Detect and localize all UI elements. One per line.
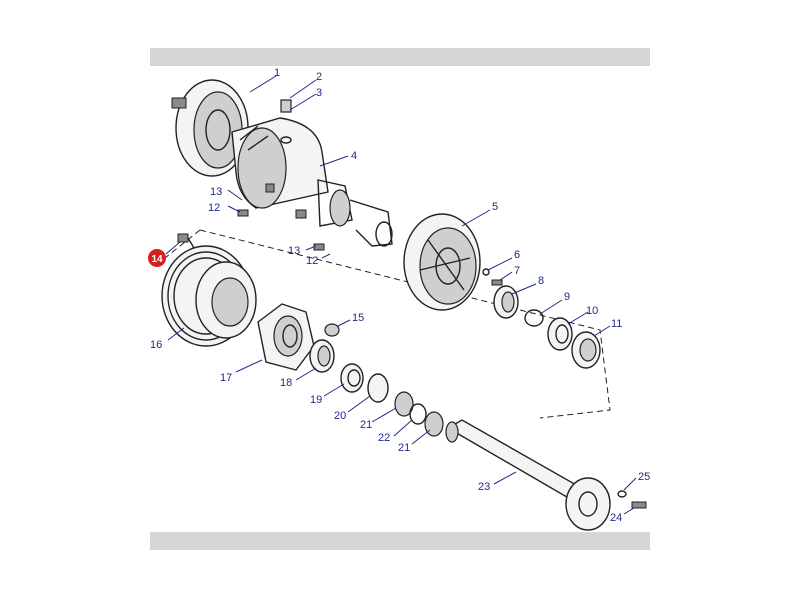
label-3: 3 xyxy=(316,87,322,99)
part-21-bearings xyxy=(394,391,444,437)
part-14-bolt xyxy=(177,233,195,249)
part-19-race xyxy=(340,363,364,393)
label-10: 10 xyxy=(586,305,598,317)
part-20-seal xyxy=(367,373,389,403)
label-7: 7 xyxy=(514,265,520,277)
label-9: 9 xyxy=(564,291,570,303)
bottom-bar xyxy=(150,532,650,550)
leader-lines xyxy=(165,75,637,515)
label-6: 6 xyxy=(514,249,520,261)
label-11: 11 xyxy=(611,318,622,330)
highlight-marker-14 xyxy=(148,249,166,267)
part-8-seal xyxy=(493,285,519,319)
label-17: 17 xyxy=(220,372,232,384)
label-23: 23 xyxy=(478,481,490,493)
part-11-bearing xyxy=(571,331,601,369)
part-24-25-stud xyxy=(617,490,647,509)
label-18: 18 xyxy=(280,377,292,389)
part-10-bearing-race xyxy=(547,317,573,351)
label-12-bottom: 12 xyxy=(306,255,318,267)
label-4: 4 xyxy=(351,150,357,162)
label-1: 1 xyxy=(274,67,280,79)
part-12-13-fasteners xyxy=(237,209,325,251)
label-2: 2 xyxy=(316,71,322,83)
top-bar xyxy=(150,48,650,66)
label-13-bottom: 13 xyxy=(288,245,300,257)
label-25: 25 xyxy=(638,471,650,483)
label-21-left: 21 xyxy=(360,419,372,431)
label-24: 24 xyxy=(610,512,622,524)
part-4-axle-housing xyxy=(231,117,393,247)
part-1-drum xyxy=(171,79,249,177)
part-15-nut xyxy=(324,323,340,337)
part-9-snap-ring xyxy=(524,309,544,327)
label-14: 14 xyxy=(151,254,163,265)
part-6-7-bolts xyxy=(482,268,503,286)
label-16: 16 xyxy=(150,339,162,351)
assembly-outline xyxy=(199,229,611,419)
label-8: 8 xyxy=(538,275,544,287)
part-17-hub xyxy=(257,303,315,371)
label-12-top: 12 xyxy=(208,202,220,214)
label-13-top: 13 xyxy=(210,186,222,198)
part-18-bearing xyxy=(309,339,335,373)
part-5-backing-plate xyxy=(403,213,481,311)
part-2-3-breather xyxy=(280,99,292,144)
label-19: 19 xyxy=(310,394,322,406)
label-21-right: 21 xyxy=(398,442,410,454)
label-5: 5 xyxy=(492,201,498,213)
part-22-lock-washer xyxy=(409,403,427,425)
label-20: 20 xyxy=(334,410,346,422)
part-23-axle-shaft xyxy=(445,419,611,531)
label-22: 22 xyxy=(378,432,390,444)
part-16-drum xyxy=(161,245,257,347)
label-15: 15 xyxy=(352,312,364,324)
